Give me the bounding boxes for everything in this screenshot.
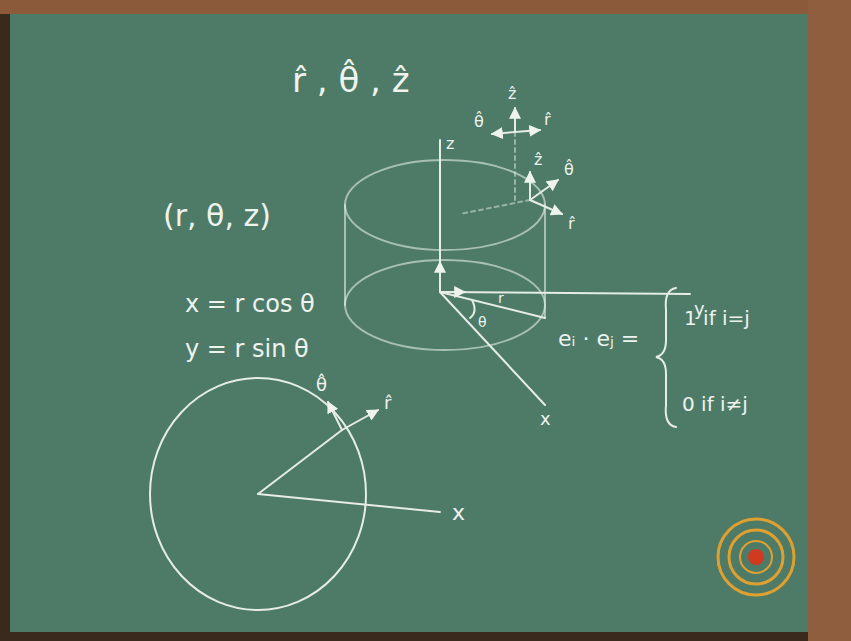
chalk-drawing (150, 108, 690, 610)
logo-ring (718, 519, 794, 595)
y-axis (440, 292, 690, 294)
radius-line-2d (258, 430, 342, 494)
unit-vector (342, 410, 378, 430)
cylinder-side (344, 205, 346, 305)
vector-label: θ̂ (564, 160, 574, 179)
axis-label: y (694, 298, 705, 320)
circle (150, 378, 366, 610)
logo-ring (740, 541, 772, 573)
vector-label: θ̂ (316, 374, 327, 396)
formula: 0 if i≠j (682, 392, 748, 416)
title: r̂ , θ̂ , ẑ (292, 60, 409, 101)
vector-label: ẑ (508, 84, 516, 103)
logo-dot (748, 549, 764, 565)
unit-vector (514, 108, 516, 132)
formula: 1 if i=j (684, 306, 750, 330)
vector-label: r̂ (544, 110, 551, 129)
vector-label: r̂ (384, 392, 391, 414)
unit-vector (492, 132, 515, 134)
x-axis-2d (258, 494, 440, 512)
unit-vector (530, 180, 558, 200)
axis-label: z (446, 134, 454, 153)
unit-vector (515, 130, 540, 132)
axis-label: x (540, 408, 551, 430)
unit-vector (439, 262, 441, 292)
logo (718, 519, 794, 595)
unit-vector (529, 172, 531, 200)
vector-label: ẑ (534, 150, 542, 169)
unit-vector (328, 402, 342, 430)
cylinder-bottom (345, 260, 545, 350)
board (10, 14, 808, 632)
formula: eᵢ · eⱼ = (558, 326, 639, 352)
vector-label: θ̂ (474, 112, 484, 131)
unit-vector (530, 200, 562, 214)
cylinder-side (544, 205, 546, 318)
projection (460, 200, 530, 214)
unit-vector (440, 291, 465, 293)
projection (514, 132, 516, 200)
frame-top (0, 0, 851, 14)
logo-ring (729, 530, 783, 584)
vector-label: r̂ (568, 214, 575, 233)
z-axis (439, 140, 441, 292)
frame-right (808, 0, 851, 641)
axis-label: r (498, 290, 504, 307)
angle-arc (470, 300, 475, 318)
x-axis (440, 292, 545, 405)
formula: y = r sin θ (185, 335, 309, 364)
brace (656, 288, 676, 427)
angle-label: θ (478, 314, 487, 331)
formula: x = r cos θ (185, 290, 315, 319)
coordinate-tuple: (r, θ, z) (163, 198, 271, 234)
axis-label: x (452, 500, 465, 526)
radius-line (440, 292, 545, 318)
